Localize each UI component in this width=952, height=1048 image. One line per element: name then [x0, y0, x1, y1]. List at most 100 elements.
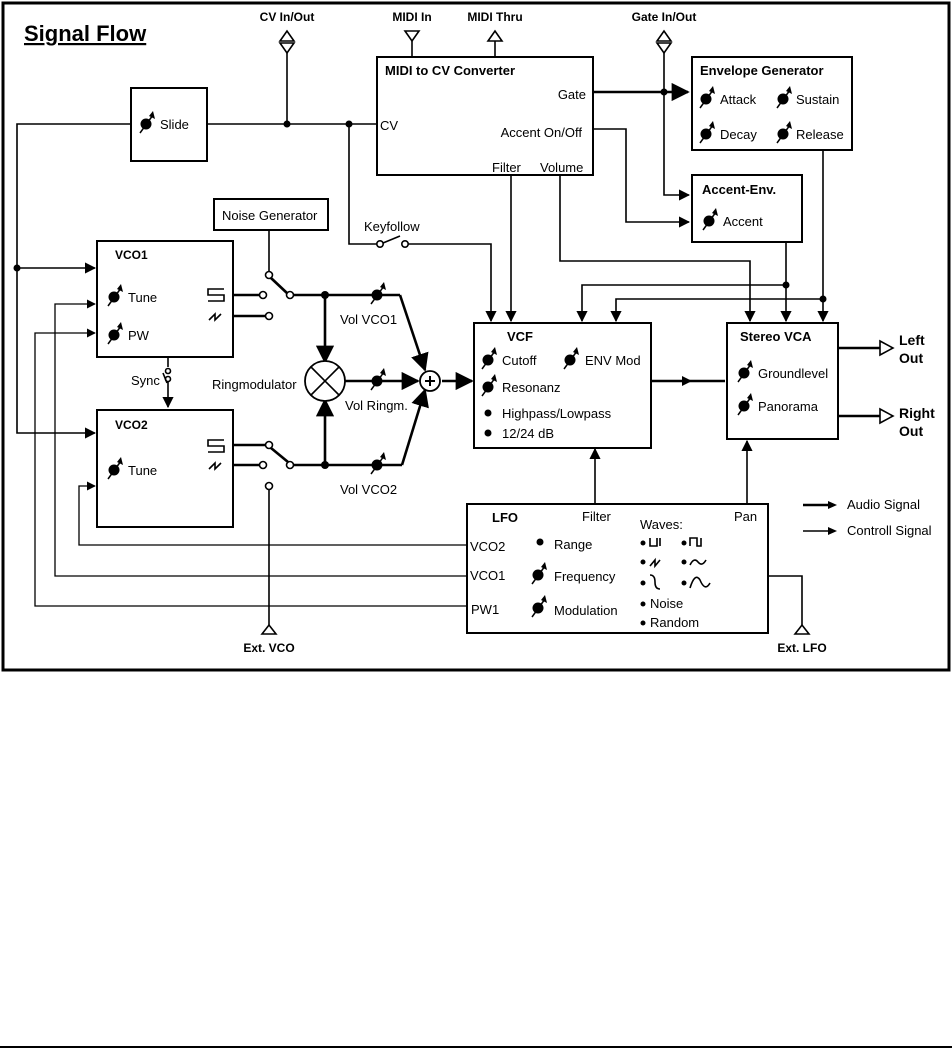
output-triangle-icon: [879, 407, 895, 425]
wave-option-sine-small[interactable]: [681, 559, 707, 566]
vco2-module: VCO2 Tune: [96, 409, 234, 528]
vcf-module: VCF Cutoff ENV Mod Resonanz Highpass/Low…: [473, 322, 652, 449]
lfo-module: LFO Filter Pan VCO2 VCO1 PW1 Range Frequ…: [466, 503, 769, 634]
square-wave-down-icon: [689, 537, 702, 547]
left-out-label-2: Out: [899, 350, 923, 366]
envelope-title: Envelope Generator: [700, 63, 824, 78]
resonanz-label: Resonanz: [502, 380, 561, 395]
midi-in-jack: MIDI In: [392, 10, 432, 57]
ringmodulator-label: Ringmodulator: [212, 377, 297, 392]
left-out-jack: Left Out: [879, 332, 925, 366]
vol-vco2-knob-icon[interactable]: [370, 451, 387, 475]
groundlevel-label: Groundlevel: [758, 366, 828, 381]
gate-in-out-label: Gate In/Out: [632, 10, 697, 24]
page-footer-rule: [0, 1046, 952, 1048]
env-mod-label: ENV Mod: [585, 353, 641, 368]
wave-option-saw-small[interactable]: [640, 557, 661, 569]
keyfollow-switch[interactable]: Keyfollow: [364, 219, 420, 249]
lfo-range-label: Range: [554, 537, 592, 552]
square-wave-icon: [207, 288, 225, 302]
switch-contact-icon: [264, 270, 274, 280]
waves-title: Waves:: [640, 517, 683, 532]
lfo-modulation-label: Modulation: [554, 603, 618, 618]
square-wave-icon: [207, 439, 225, 453]
slide-label: Slide: [160, 117, 189, 132]
vco2-tune-label: Tune: [128, 463, 157, 478]
wave-option-saw-large[interactable]: [640, 574, 661, 590]
saw-large-icon: [649, 574, 661, 590]
keyfollow-label: Keyfollow: [364, 219, 420, 234]
vco1-tune-label: Tune: [128, 290, 157, 305]
vco1-pw-label: PW: [128, 328, 150, 343]
mode-label: Highpass/Lowpass: [502, 406, 612, 421]
switch-contact-icon: [258, 460, 268, 470]
lfo-pw1-label: PW1: [471, 602, 499, 617]
midi-cv-cv-label: CV: [380, 118, 398, 133]
switch-contact-icon: [285, 290, 295, 300]
jack-in-triangle-icon: [793, 623, 811, 635]
lfo-pan-label: Pan: [734, 509, 757, 524]
noise-generator-label: Noise Generator: [222, 208, 318, 223]
wires: [13, 53, 880, 625]
vco2-title: VCO2: [115, 418, 148, 432]
midi-thru-jack: MIDI Thru: [467, 10, 523, 57]
lfo-vco2-label: VCO2: [470, 539, 505, 554]
noise-generator: Noise Generator: [213, 198, 329, 231]
legend: Audio Signal Controll Signal: [803, 497, 932, 538]
wave-option-square-up[interactable]: [640, 538, 661, 547]
vol-vco1-knob-icon[interactable]: [370, 281, 387, 305]
jack-in-triangle-icon: [403, 30, 421, 43]
sustain-label: Sustain: [796, 92, 839, 107]
slide-module: Slide: [130, 87, 208, 162]
envelope-generator: Envelope Generator Attack Sustain Decay …: [691, 56, 853, 151]
saw-wave-icon: [208, 461, 222, 471]
vol-ringm-knob-icon[interactable]: [370, 367, 387, 391]
ext-vco-label: Ext. VCO: [243, 641, 294, 655]
accent-envelope: Accent-Env. Accent: [691, 174, 803, 243]
panorama-label: Panorama: [758, 399, 819, 414]
midi-cv-accent-label: Accent On/Off: [501, 125, 583, 140]
lfo-filter-label: Filter: [582, 509, 612, 524]
lfo-title: LFO: [492, 510, 518, 525]
sync-switch[interactable]: Sync: [131, 367, 172, 389]
vco1-title: VCO1: [115, 248, 148, 262]
mode-selector-icon[interactable]: [484, 409, 492, 417]
switch-contact-icon: [264, 311, 274, 321]
decay-label: Decay: [720, 127, 757, 142]
wave-option-sine-large[interactable]: [681, 576, 711, 589]
wave-option-noise[interactable]: Noise: [640, 596, 684, 611]
midi-cv-title: MIDI to CV Converter: [385, 63, 515, 78]
lfo-vco1-label: VCO1: [470, 568, 505, 583]
left-out-label-1: Left: [899, 332, 925, 348]
stereo-vca-module: Stereo VCA Groundlevel Panorama: [726, 322, 839, 440]
wave-option-random[interactable]: Random: [640, 615, 700, 630]
range-selector-icon[interactable]: [536, 538, 544, 546]
ext-lfo-label: Ext. LFO: [777, 641, 826, 655]
release-label: Release: [796, 127, 844, 142]
vol-ringm-label: Vol Ringm.: [345, 398, 408, 413]
vcf-title: VCF: [507, 329, 533, 344]
slope-selector-icon[interactable]: [484, 429, 492, 437]
sync-label: Sync: [131, 373, 160, 388]
lfo-noise-label: Noise: [650, 596, 683, 611]
vol-vco1-label: Vol VCO1: [340, 312, 397, 327]
saw-small-icon: [649, 557, 661, 569]
right-out-jack: Right Out: [879, 405, 935, 439]
switch-contact-icon: [258, 290, 268, 300]
vco1-module: VCO1 Tune PW: [96, 240, 234, 358]
cutoff-label: Cutoff: [502, 353, 537, 368]
wave-option-square-down[interactable]: [681, 537, 702, 547]
midi-cv-filter-label: Filter: [492, 160, 522, 175]
ext-lfo-jack: Ext. LFO: [777, 623, 827, 655]
diagram-title: Signal Flow: [24, 21, 147, 46]
jack-in-triangle-icon: [655, 42, 673, 55]
slope-label: 12/24 dB: [502, 426, 554, 441]
midi-thru-label: MIDI Thru: [467, 10, 522, 24]
jack-in-triangle-icon: [278, 42, 296, 55]
jack-in-triangle-icon: [260, 623, 278, 635]
jack-out-triangle-icon: [278, 29, 296, 42]
switch-contact-icon: [264, 440, 274, 450]
diagram-frame: [1, 1, 951, 672]
sine-large-icon: [689, 576, 711, 589]
